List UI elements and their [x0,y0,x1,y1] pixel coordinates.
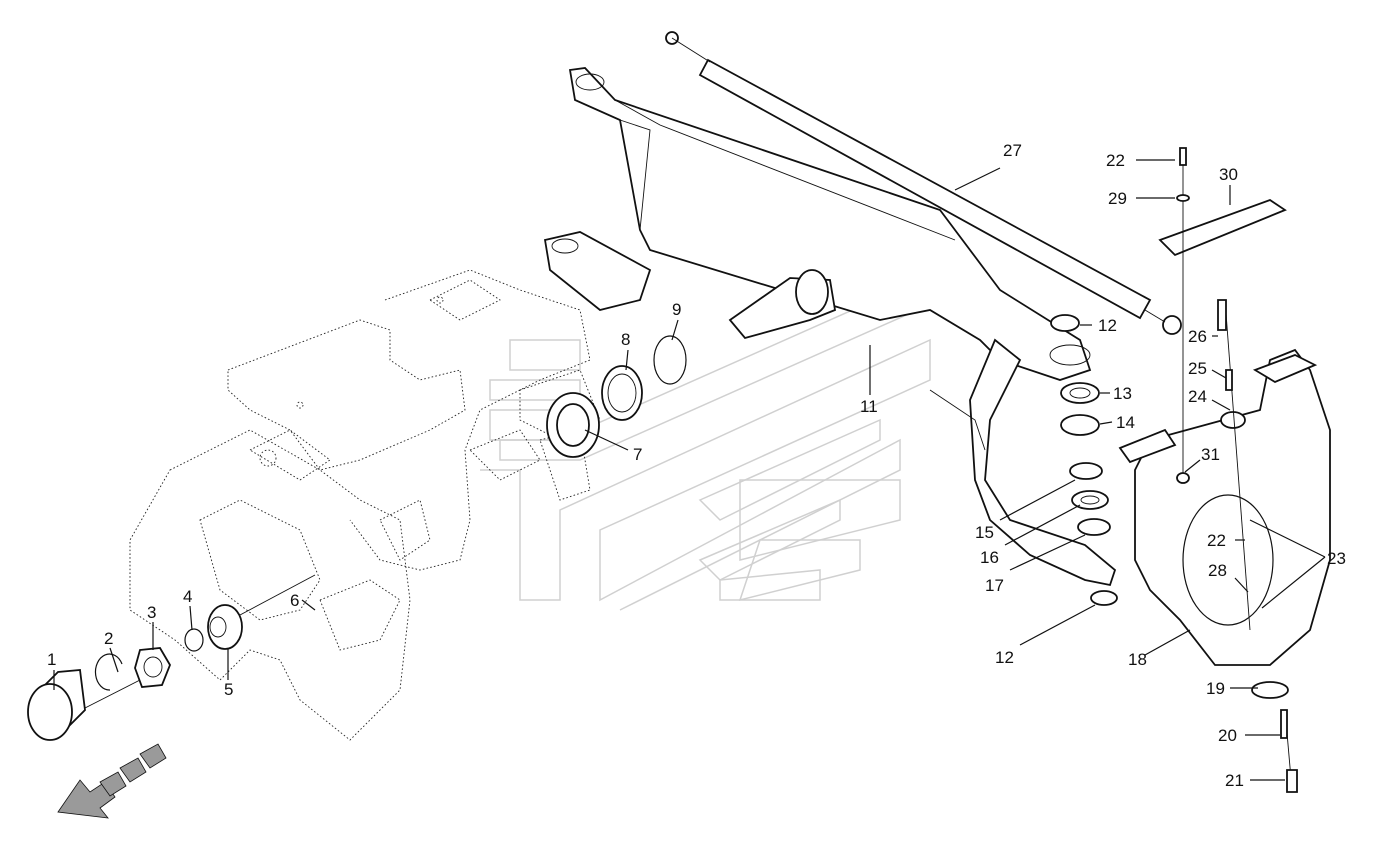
callout-14: 14 [1116,413,1135,432]
callout-12-top: 12 [1098,316,1117,335]
callout-18: 18 [1128,650,1147,669]
spindle [546,269,837,458]
steering-knuckle [1118,198,1331,699]
callout-4: 4 [183,587,192,606]
axle-beam [543,67,1117,587]
tie-rod [665,31,1182,335]
callout-labels: 1 2 3 4 5 6 7 8 9 11 12 12 13 14 15 16 1… [47,141,1346,790]
watermark-logo [480,279,941,611]
callout-23: 23 [1327,549,1346,568]
callout-25: 25 [1188,359,1207,378]
callout-7: 7 [633,445,642,464]
callout-8: 8 [621,330,630,349]
callout-24: 24 [1188,387,1207,406]
leader-lines [53,159,1326,781]
callout-13: 13 [1113,384,1132,403]
callout-17: 17 [985,576,1004,595]
callout-1: 1 [47,650,56,669]
callout-21: 21 [1225,771,1244,790]
callout-31: 31 [1201,445,1220,464]
fastener-lines [1176,147,1298,793]
callout-27: 27 [1003,141,1022,160]
callout-11: 11 [860,397,878,416]
callout-9: 9 [672,300,681,319]
callout-3: 3 [147,603,156,622]
callout-29: 29 [1108,189,1127,208]
callout-26: 26 [1188,327,1207,346]
callout-22-lower: 22 [1207,531,1226,550]
callout-20: 20 [1218,726,1237,745]
callout-6: 6 [290,591,299,610]
callout-16: 16 [980,548,999,567]
hub-parts [27,574,316,741]
callout-19: 19 [1206,679,1225,698]
callout-15: 15 [975,523,994,542]
callout-2: 2 [104,629,113,648]
forward-direction-arrow-icon [57,743,167,819]
callout-5: 5 [224,680,233,699]
callout-22-top: 22 [1106,151,1125,170]
callout-30: 30 [1219,165,1238,184]
callout-12-bottom: 12 [995,648,1014,667]
callout-28: 28 [1208,561,1227,580]
bearing-stack [1050,314,1118,606]
